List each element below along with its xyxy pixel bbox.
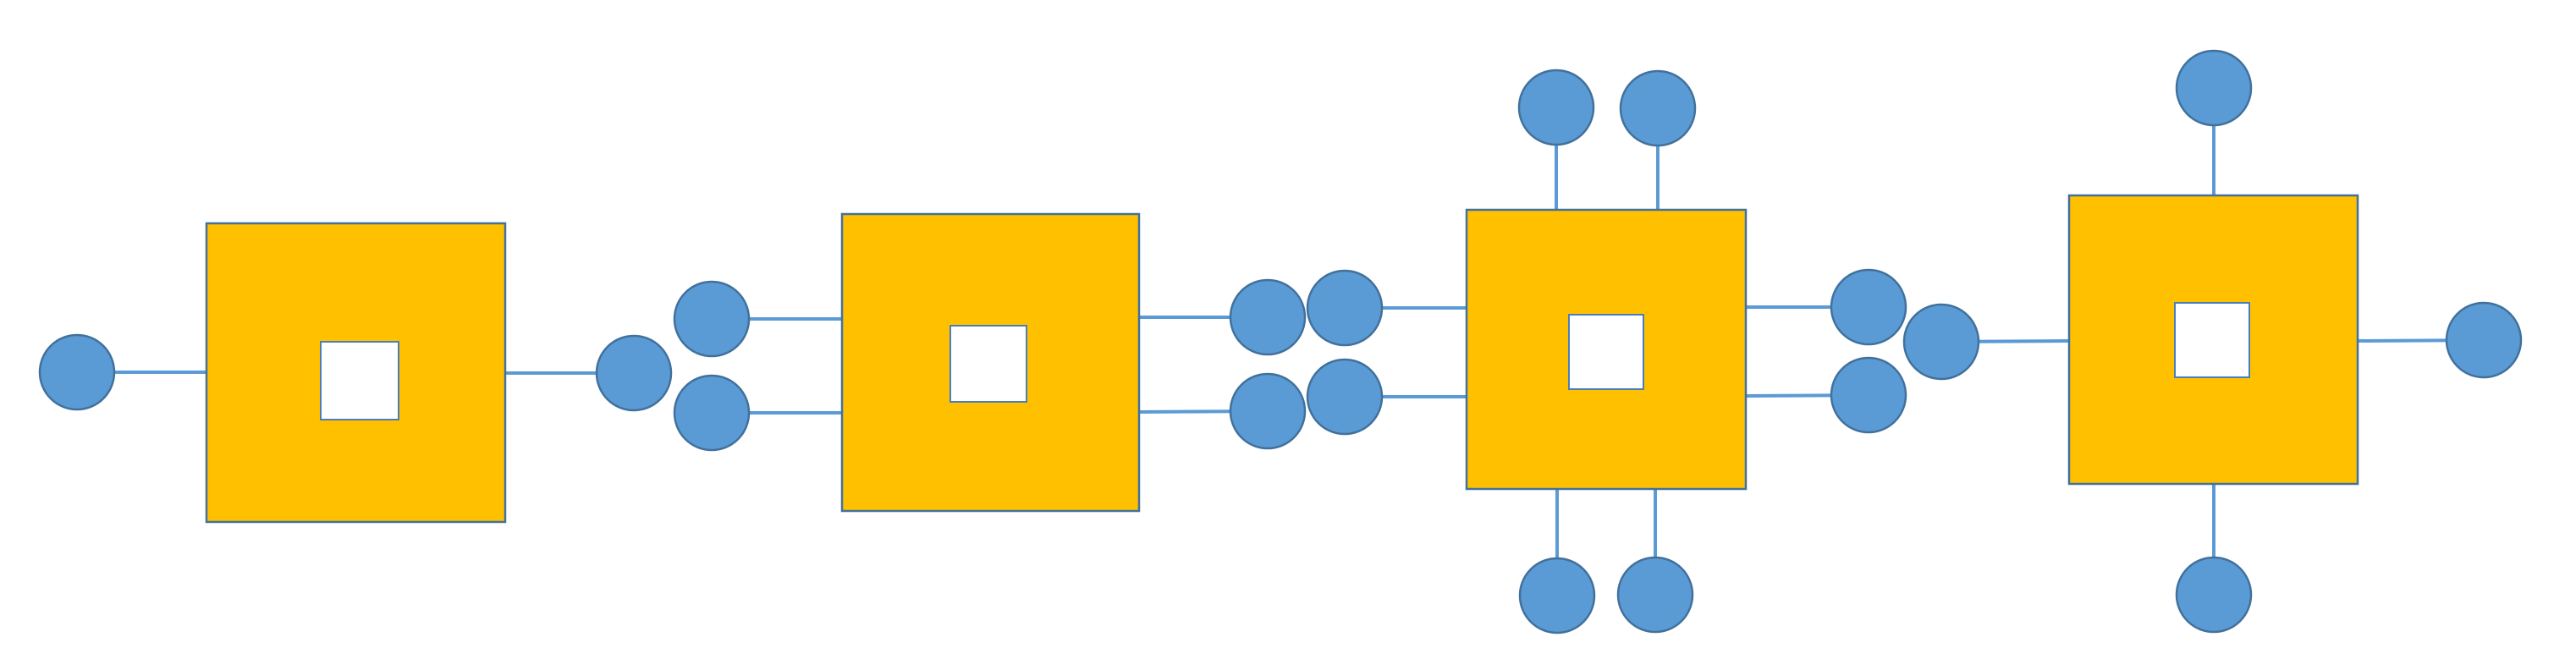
square-2-inner-hole <box>949 325 1027 403</box>
circle-upper-into-square-3 <box>1306 269 1384 347</box>
square-4-inner-hole <box>2174 302 2250 378</box>
circle-lower-right-of-square-3 <box>1830 356 1907 434</box>
circle-into-square-4 <box>1902 303 1980 381</box>
circle-lower-into-square-3 <box>1306 358 1384 436</box>
square-3-inner-hole <box>1568 314 1644 390</box>
circle-upper-right-of-square-3 <box>1830 268 1907 346</box>
circle-lower-right-of-square-2 <box>1229 372 1307 450</box>
circle-below-square-3-left <box>1518 557 1596 634</box>
circle-below-square-3-right <box>1616 556 1694 634</box>
square-1-inner-hole <box>320 341 399 420</box>
circle-left-of-square-1 <box>38 333 116 411</box>
circle-above-square-3-right <box>1619 69 1697 147</box>
circle-upper-into-square-2 <box>673 280 751 358</box>
circle-above-square-4 <box>2175 49 2253 127</box>
circle-below-square-4 <box>2175 556 2253 634</box>
circle-right-of-square-4 <box>2445 301 2523 379</box>
circle-above-square-3-left <box>1517 69 1595 146</box>
circle-upper-right-of-square-2 <box>1229 278 1307 356</box>
circle-right-of-square-1 <box>595 334 673 412</box>
circle-lower-into-square-2 <box>673 374 751 452</box>
